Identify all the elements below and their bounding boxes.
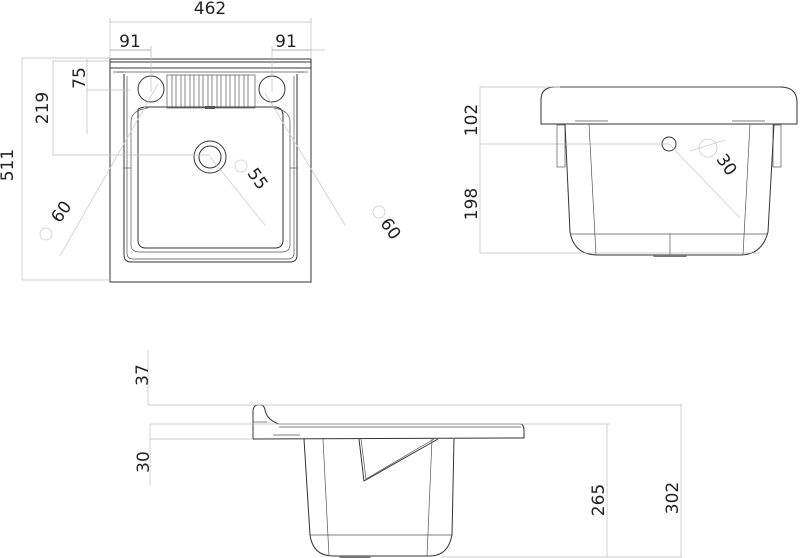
overall-height-label: 302 <box>663 482 683 514</box>
drain-diameter-label: 55 <box>243 165 272 194</box>
top-view-outline <box>109 58 312 283</box>
top-view-dimensions: 462 91 91 511 219 75 60 60 55 <box>0 0 405 281</box>
washboard-ribs <box>166 74 256 109</box>
overflow-diameter-label: 30 <box>712 151 741 180</box>
right-hole-offset-label: 91 <box>275 32 297 52</box>
drain-outer <box>193 140 227 174</box>
side-view-dimensions: 37 30 265 302 <box>133 350 683 558</box>
backsplash-height-label: 37 <box>133 364 153 386</box>
rim-to-overflow-label: 102 <box>462 104 482 136</box>
overall-depth-label: 511 <box>0 149 18 181</box>
rim-thickness-label: 30 <box>134 451 154 473</box>
bowl-outline <box>137 106 284 249</box>
rim <box>540 86 798 125</box>
bowl-depth-label: 265 <box>589 484 609 516</box>
washboard-support <box>358 438 439 482</box>
left-hole-diameter-label: 60 <box>48 198 77 227</box>
top-view <box>109 58 312 283</box>
drain-inner <box>198 145 222 169</box>
drain-offset-label: 219 <box>33 92 53 124</box>
inner-frame <box>123 74 298 263</box>
bowl-side <box>303 438 455 557</box>
overflow-slot <box>205 106 215 109</box>
front-view-dimensions: 102 198 30 <box>462 86 760 254</box>
right-hole-diameter-label: 60 <box>376 215 405 244</box>
left-hole-offset-label: 91 <box>119 32 141 52</box>
side-rim <box>252 404 525 440</box>
overflow-to-bottom-label: 198 <box>462 188 482 220</box>
overall-width-label: 462 <box>194 0 226 19</box>
front-view <box>540 86 798 257</box>
side-view <box>252 404 525 558</box>
hole-offset-label: 75 <box>70 67 90 89</box>
